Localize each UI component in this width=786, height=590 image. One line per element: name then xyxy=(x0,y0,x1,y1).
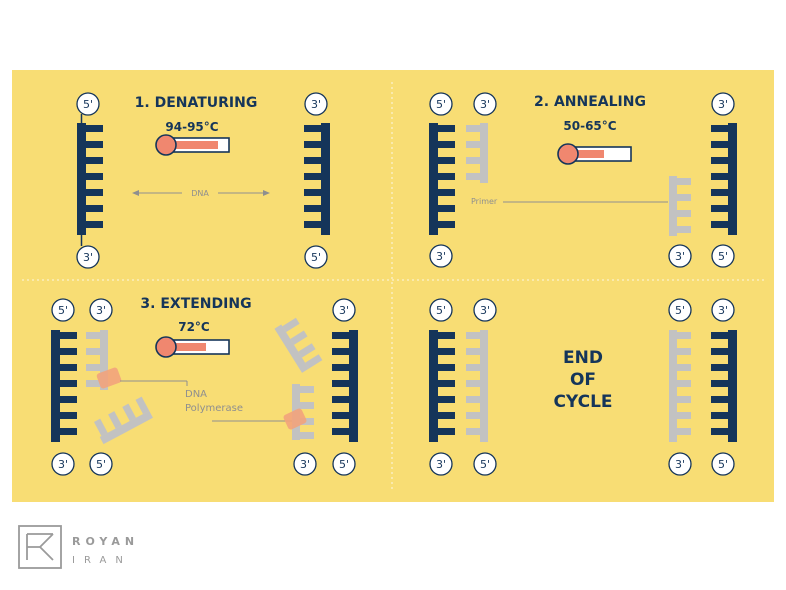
end-label-circle: 5' xyxy=(473,452,497,476)
panel-denaturing: 1. DENATURING 94-95°C DNA xyxy=(76,92,330,269)
svg-text:3': 3' xyxy=(718,98,728,111)
end-label-circle: 5' xyxy=(668,298,692,322)
primer-strand xyxy=(669,176,691,236)
svg-text:3': 3' xyxy=(675,250,685,263)
end-label-circle: 3' xyxy=(668,452,692,476)
svg-text:5': 5' xyxy=(311,251,321,264)
end-label-circle: 3' xyxy=(429,244,453,268)
svg-text:3': 3' xyxy=(480,98,490,111)
annealing-title: 2. ANNEALING xyxy=(534,94,646,110)
panel-extending: 3. EXTENDING 72°C xyxy=(51,296,358,476)
end-label-circle: 3' xyxy=(332,298,356,322)
dna-arrow-label: DNA xyxy=(191,189,209,198)
svg-text:5': 5' xyxy=(436,304,446,317)
extending-temperature: 72°C xyxy=(178,320,210,334)
new-strand xyxy=(669,330,691,442)
extending-title: 3. EXTENDING xyxy=(140,296,251,312)
dna-strand-right xyxy=(711,123,737,235)
svg-text:3': 3' xyxy=(436,250,446,263)
thermometer-icon xyxy=(557,143,632,165)
end-label-circle: 3' xyxy=(668,244,692,268)
primer-strand xyxy=(466,123,488,183)
end-label-circle: 5' xyxy=(76,92,100,116)
polymerase-label-line2: Polymerase xyxy=(185,403,243,414)
diagram-background xyxy=(12,70,774,502)
end-label-circle: 5' xyxy=(711,452,735,476)
dna-strand-right xyxy=(711,330,737,442)
new-strand xyxy=(466,330,488,442)
svg-text:3': 3' xyxy=(300,458,310,471)
dna-strand-right xyxy=(332,330,358,442)
panel-end-of-cycle: END OF CYCLE xyxy=(429,298,737,476)
end-label-circle: 3' xyxy=(51,452,75,476)
svg-text:3': 3' xyxy=(311,98,321,111)
end-label-circle: 3' xyxy=(89,298,113,322)
dna-strand-left xyxy=(51,330,77,442)
svg-text:3': 3' xyxy=(675,458,685,471)
end-label-circle: 3' xyxy=(76,245,100,269)
svg-text:3': 3' xyxy=(480,304,490,317)
dna-strand-right xyxy=(304,123,330,235)
royan-logo: ROYAN IRAN xyxy=(18,525,139,569)
end-label-circle: 5' xyxy=(332,452,356,476)
logo-text-line1: ROYAN xyxy=(72,535,139,548)
end-label-circle: 3' xyxy=(711,298,735,322)
thermometer-icon xyxy=(155,336,230,358)
primer-strand xyxy=(86,330,108,390)
free-nucleotides xyxy=(93,396,153,445)
panel-annealing: 2. ANNEALING 50-65°C Primer xyxy=(429,92,737,268)
logo-text-line2: IRAN xyxy=(72,555,132,566)
separation-arrow: DNA xyxy=(132,189,270,198)
end-label-circle: 5' xyxy=(304,245,328,269)
svg-text:3': 3' xyxy=(83,251,93,264)
svg-text:5': 5' xyxy=(339,458,349,471)
dna-strand-left xyxy=(429,330,455,442)
end-of-cycle-line1: END xyxy=(563,348,603,368)
end-label-circle: 3' xyxy=(293,452,317,476)
denaturing-temperature: 94-95°C xyxy=(165,120,218,134)
svg-text:5': 5' xyxy=(83,98,93,111)
svg-text:5': 5' xyxy=(436,98,446,111)
thermometer-icon xyxy=(155,134,230,156)
end-label-circle: 3' xyxy=(473,298,497,322)
free-nucleotides xyxy=(274,317,323,373)
annealing-temperature: 50-65°C xyxy=(563,119,616,133)
end-label-circle: 3' xyxy=(304,92,328,116)
end-label-circle: 3' xyxy=(473,92,497,116)
end-label-circle: 5' xyxy=(429,298,453,322)
royan-logo-icon xyxy=(18,525,62,569)
end-label-circle: 3' xyxy=(429,452,453,476)
svg-text:3': 3' xyxy=(436,458,446,471)
svg-text:5': 5' xyxy=(718,250,728,263)
svg-text:5': 5' xyxy=(58,304,68,317)
end-of-cycle-line2: OF xyxy=(570,370,596,390)
denaturing-title: 1. DENATURING xyxy=(135,95,258,111)
end-label-circle: 5' xyxy=(429,92,453,116)
primer-label: Primer xyxy=(471,197,498,206)
end-of-cycle-line3: CYCLE xyxy=(553,392,612,412)
dna-polymerase xyxy=(283,408,307,430)
svg-text:5': 5' xyxy=(718,458,728,471)
svg-text:5': 5' xyxy=(480,458,490,471)
dna-polymerase xyxy=(96,367,122,389)
end-label-circle: 5' xyxy=(711,244,735,268)
end-label-circle: 3' xyxy=(711,92,735,116)
svg-text:5': 5' xyxy=(96,458,106,471)
svg-text:5': 5' xyxy=(675,304,685,317)
svg-text:3': 3' xyxy=(58,458,68,471)
polymerase-label-line1: DNA xyxy=(185,389,207,400)
dna-strand-left xyxy=(77,114,103,246)
dna-strand-left xyxy=(429,123,455,235)
end-label-circle: 5' xyxy=(51,298,75,322)
svg-text:3': 3' xyxy=(339,304,349,317)
svg-text:3': 3' xyxy=(96,304,106,317)
end-label-circle: 5' xyxy=(89,452,113,476)
svg-text:3': 3' xyxy=(718,304,728,317)
